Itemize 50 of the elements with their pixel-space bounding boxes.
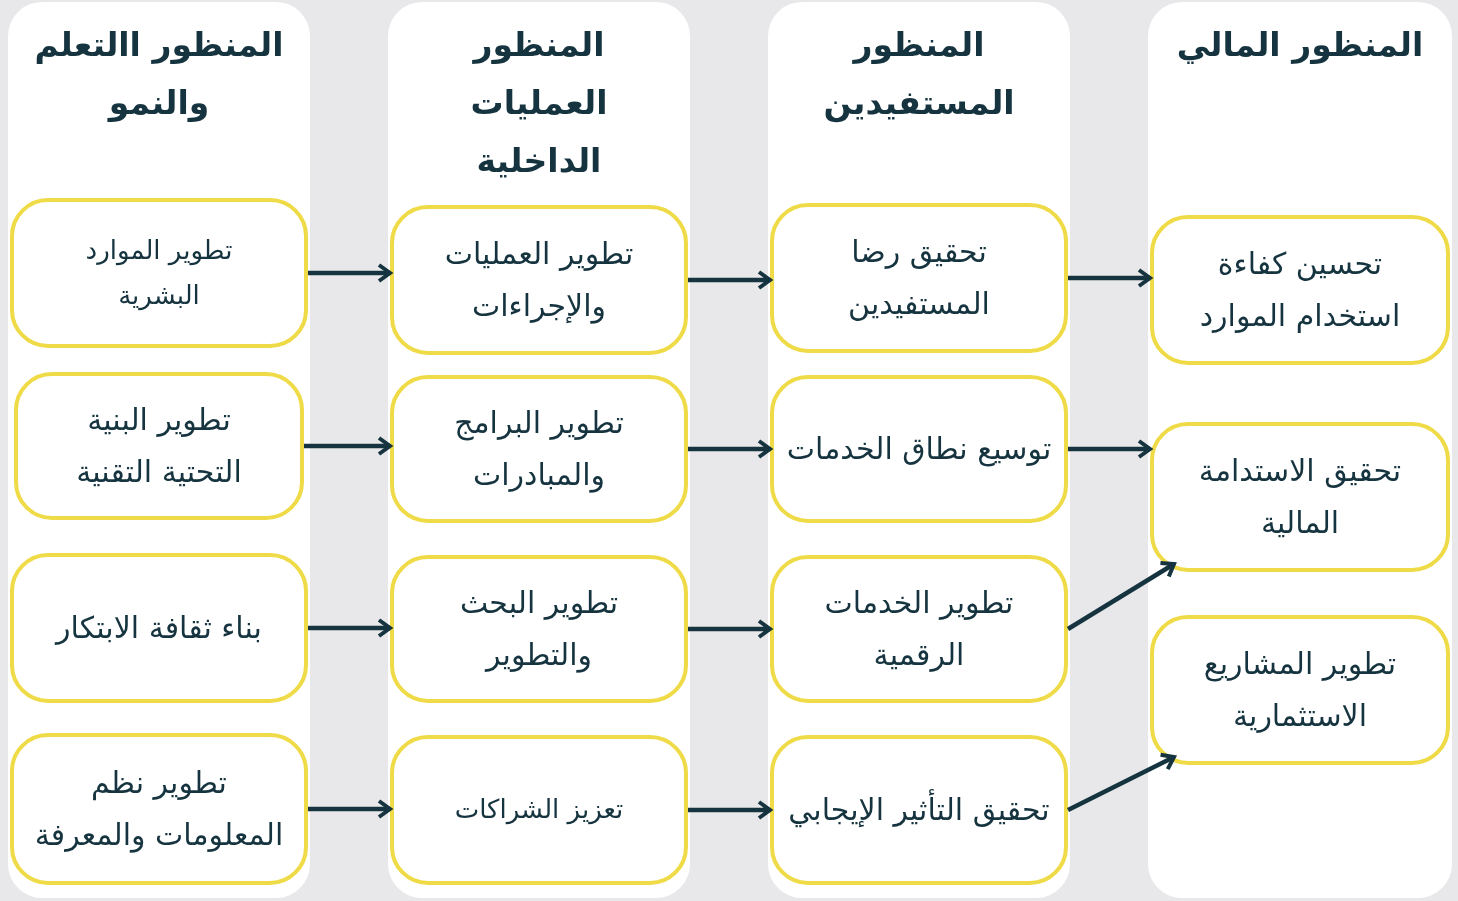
objective-box xyxy=(390,555,688,703)
column-panel xyxy=(768,2,1070,898)
column-heading: المنظور االتعلم والنمو xyxy=(33,24,285,124)
objective-text: تحقيق رضا المستفيدين xyxy=(847,232,991,323)
objective-box xyxy=(770,555,1068,703)
column-heading: المنظور المستفيدين xyxy=(822,24,1016,125)
arrow xyxy=(688,619,772,639)
arrow xyxy=(308,799,392,819)
objective-box xyxy=(10,733,308,885)
arrow xyxy=(304,436,392,456)
objective-text: توسيع نطاق الخدمات xyxy=(786,429,1052,469)
arrow xyxy=(1068,268,1152,288)
objective-text: تطوير نظم المعلومات والمعرفة xyxy=(33,763,285,855)
objective-text: تطوير الخدمات الرقمية xyxy=(823,583,1015,674)
objective-box xyxy=(390,375,688,523)
objective-text: تطوير البرامج والمبادرات xyxy=(453,403,625,495)
objective-text: تحقيق التأثير الإيجابي xyxy=(788,788,1050,830)
column-panel xyxy=(8,2,310,898)
objective-text: تحسين كفاءة استخدام الموارد xyxy=(1198,244,1402,335)
objective-text: تطوير العمليات والإجراءات xyxy=(443,234,635,326)
objective-text: تحقيق الاستدامة المالية xyxy=(1197,451,1403,542)
arrow xyxy=(308,263,392,283)
objective-text: تطوير البحث والتطوير xyxy=(458,583,620,675)
objective-box xyxy=(14,372,304,520)
objective-box xyxy=(1150,615,1450,765)
arrow xyxy=(1068,439,1152,459)
objective-box xyxy=(390,205,688,355)
column-heading: المنظور المالي xyxy=(1175,24,1425,66)
objective-box xyxy=(1150,215,1450,365)
arrow xyxy=(688,800,772,820)
objective-text: تطوير المشاريع الاستثمارية xyxy=(1202,644,1398,735)
objective-box xyxy=(770,735,1068,885)
arrow xyxy=(1066,560,1176,631)
objective-text: تطوير الموارد البشرية xyxy=(84,233,234,313)
objective-box xyxy=(10,198,308,348)
column-panel xyxy=(1148,2,1452,898)
arrow xyxy=(1067,752,1176,812)
objective-text: تعزيز الشراكات xyxy=(454,793,624,827)
objective-text: تطوير البنية التحتية التقنية xyxy=(75,400,243,491)
arrow xyxy=(688,439,772,459)
objective-box xyxy=(770,203,1068,353)
objective-box xyxy=(390,735,688,885)
objective-text: بناء ثقافة الابتكار xyxy=(56,608,262,647)
column-heading: المنظور العمليات الداخلية xyxy=(469,24,609,182)
objective-box xyxy=(1150,422,1450,572)
column-panel xyxy=(388,2,690,898)
objective-box xyxy=(10,553,308,703)
objective-box xyxy=(770,375,1068,523)
arrow xyxy=(688,270,772,290)
arrow xyxy=(308,618,392,638)
